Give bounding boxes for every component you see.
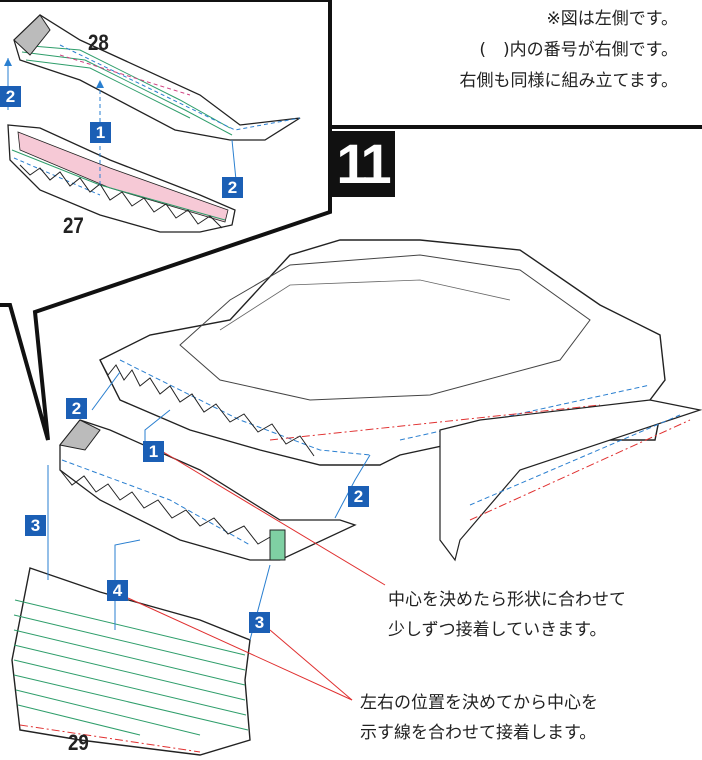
part-number-29: 29 [68, 730, 89, 755]
caption-center-bond-2: 少しずつ接着していきます。 [388, 620, 607, 640]
part-29 [11, 567, 251, 756]
caption-align-1: 左右の位置を決めてから中心を [360, 693, 598, 713]
note-assemble-same: 右側も同様に組み立てます。 [459, 71, 678, 91]
part-number-27: 27 [63, 213, 84, 238]
caption-align-2: 示す線を合わせて接着します。 [360, 723, 597, 743]
badge-1: 1 [143, 441, 164, 462]
inset-frame [0, 0, 332, 441]
part-28 [59, 419, 357, 561]
badge-2-left: 2 [66, 398, 87, 419]
badge-inset-1: 1 [90, 122, 111, 143]
inset-part-27 [7, 124, 236, 233]
badge-3-right: 3 [249, 612, 270, 633]
badge-inset-2-left: 2 [0, 86, 21, 107]
badge-3-left: 3 [25, 515, 46, 536]
step-number: 11 [329, 131, 395, 197]
inset-part-28 [13, 14, 301, 141]
note-right-numbers: ( )内の番号が右側です。 [479, 40, 678, 60]
badge-2-right: 2 [348, 486, 369, 507]
badge-inset-2-right: 2 [222, 177, 243, 198]
badge-4: 4 [107, 580, 128, 601]
leader-line-2a [127, 597, 353, 701]
caption-center-bond-1: 中心を決めたら形状に合わせて [388, 590, 626, 610]
part-number-28: 28 [88, 30, 109, 55]
leader-line-2b [269, 629, 353, 701]
note-left-side: ※図は左側です。 [546, 9, 678, 29]
car-body [99, 239, 702, 562]
leader-line-1 [159, 449, 386, 586]
